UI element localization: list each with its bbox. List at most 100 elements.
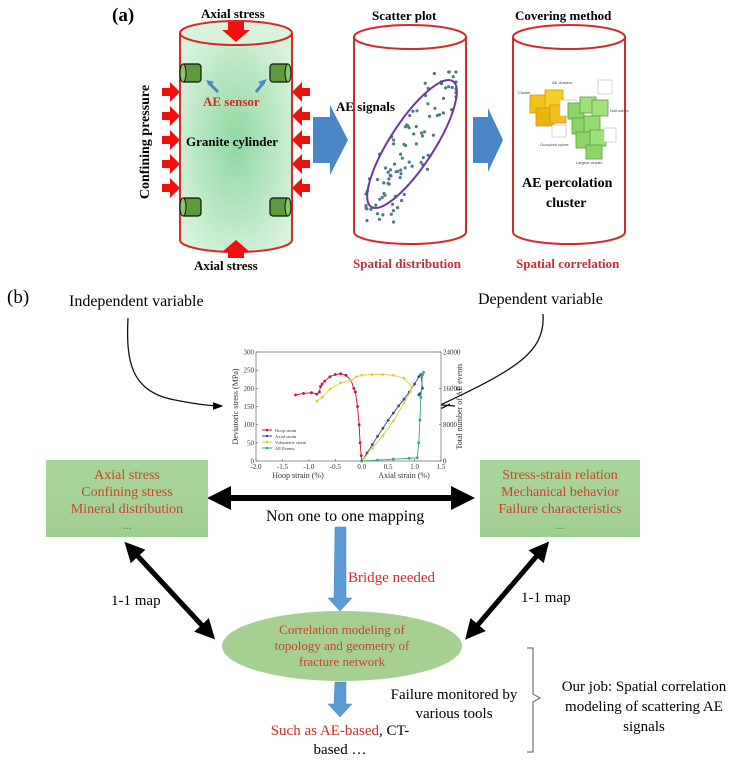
panel-b-label: (b) [7, 287, 30, 308]
scatter-point [441, 96, 446, 100]
scatter-point [431, 133, 435, 137]
data-point [363, 456, 366, 460]
scatter-point [447, 70, 451, 74]
scatter-point [400, 156, 404, 160]
left-map-arrow [124, 541, 216, 640]
spatial-distribution-caption: Spatial distribution [353, 256, 462, 271]
data-point [360, 459, 364, 463]
dependent-variable-label: Dependent variable [478, 291, 603, 308]
scatter-point [374, 203, 378, 207]
scatter-point [402, 192, 406, 197]
bridge-needed-label: Bridge needed [348, 570, 436, 586]
data-point [417, 375, 421, 379]
y-right-tick-label: 0 [443, 458, 447, 466]
scatter-point [411, 109, 415, 113]
y-tick-label: 200 [244, 385, 255, 393]
data-point [318, 390, 321, 394]
monitor-label: Failure monitored by various tools [370, 686, 538, 724]
scatter-point [444, 86, 448, 90]
scatter-point [386, 181, 390, 185]
data-point [319, 385, 322, 388]
scatter-point [438, 113, 442, 117]
chart-plot-area [255, 351, 442, 462]
scatter-point [420, 134, 425, 138]
covering-method-title: Covering method [515, 8, 612, 23]
data-point [370, 446, 374, 450]
data-point [357, 423, 361, 427]
data-point [360, 373, 364, 377]
x-tick-label: 1.0 [410, 463, 419, 471]
covering-cylinder [512, 24, 626, 245]
data-point [381, 434, 385, 437]
inset-label-largest-cluster: Largest cluster [576, 160, 603, 165]
y-axis-label-right: Total number of AE events [455, 363, 464, 449]
scatter-point [450, 85, 454, 90]
scatter-point [428, 114, 432, 118]
data-point [349, 378, 353, 382]
data-point [344, 373, 348, 377]
data-point [352, 386, 356, 390]
data-point [302, 392, 305, 395]
confining-arrows-left [162, 82, 180, 198]
data-point [402, 401, 406, 405]
y-axis-label: Deviatoric stress (MPa) [231, 368, 240, 444]
legend-marker [265, 428, 269, 432]
data-point [339, 372, 342, 376]
data-point [333, 373, 337, 376]
monitor-arrow [327, 681, 353, 718]
data-point [294, 393, 297, 397]
legend-marker [265, 440, 269, 444]
independent-item-1: Axial stress [94, 468, 160, 483]
scatter-point [383, 166, 388, 170]
scatter-point [426, 153, 430, 157]
dependent-item-2: Mechanical behavior [501, 485, 619, 500]
data-point [376, 458, 379, 462]
right-map-arrow [465, 541, 550, 640]
dependent-item-3: Failure characteristics [498, 502, 622, 517]
correlation-ellipse [366, 78, 458, 210]
axial-stress-top-label: Axial stress [201, 6, 265, 21]
percolation-label-line1: AE percolation [522, 176, 613, 191]
independent-item-2: Confining stress [81, 485, 173, 500]
ae-sensor-top-left [179, 63, 202, 83]
scatter-point [414, 125, 418, 129]
axial-stress-bottom-label: Axial stress [194, 258, 258, 273]
x-axis-label-left: Hoop strain (%) [272, 471, 324, 480]
bridge-arrow [327, 526, 353, 612]
scatter-point [408, 114, 412, 118]
data-point [402, 376, 406, 380]
x-axis-label-right: Axial strain (%) [378, 471, 430, 480]
x-tick-label: -1.5 [277, 463, 289, 471]
such-as-line-2: based … [313, 742, 367, 758]
percolation-label-line2: cluster [546, 196, 587, 211]
scatter-plot-title: Scatter plot [372, 8, 437, 23]
scatter-point [375, 212, 380, 216]
cube-annotations: Cluster AE clusters Null cubes Occupied … [518, 80, 629, 165]
independent-arrow [126, 317, 224, 410]
data-point [356, 405, 359, 408]
independent-item-3: Mineral distribution [70, 502, 184, 517]
data-point [381, 426, 385, 430]
scatter-point [388, 173, 392, 177]
scatter-point [447, 85, 451, 89]
scatter-point [365, 218, 369, 223]
x-tick-label: 0.0 [357, 463, 366, 471]
y-tick-label: 0 [251, 458, 255, 466]
scatter-point [454, 70, 458, 74]
scatter-point [377, 217, 381, 221]
scatter-point [400, 198, 404, 203]
scatter-point [414, 142, 418, 146]
x-tick-label: -1.0 [303, 463, 315, 471]
legend-label: Hoop strain [275, 428, 297, 433]
data-point [358, 441, 362, 445]
ae-signals-label: AE signals [336, 99, 395, 114]
legend-marker [265, 434, 269, 438]
scatter-point [382, 181, 386, 185]
dependent-item-1: Stress-strain relation [502, 468, 618, 483]
confining-arrows-right [292, 82, 310, 198]
scatter-point [392, 142, 396, 146]
data-point [417, 441, 421, 445]
scatter-point [380, 195, 384, 199]
